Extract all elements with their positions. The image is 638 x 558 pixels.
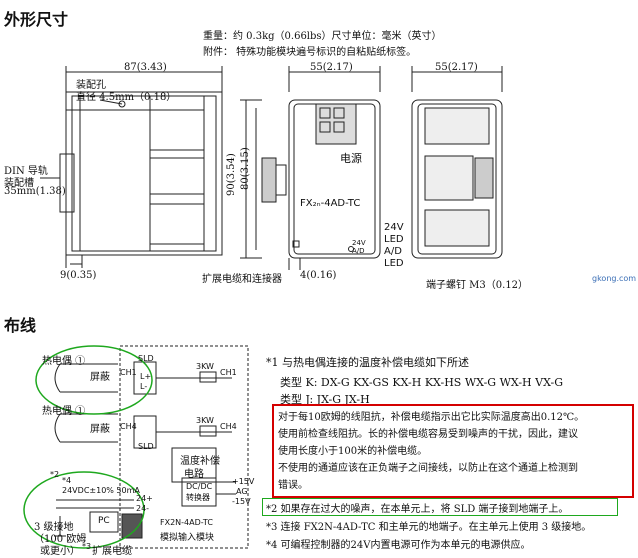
led-led2: LED — [384, 258, 404, 269]
dim-width-side: 87(3.43) — [124, 62, 167, 73]
l-plus-label: L+ — [140, 372, 152, 381]
temp-comp-2: 电路 — [184, 469, 204, 480]
led-24v: 24V — [384, 222, 404, 233]
note-type-k: 类型 K: DX-G KX-GS KX-H KX-HS WX-G WX-H VX… — [280, 376, 564, 389]
site-mark: gkong.com — [592, 274, 637, 283]
power-label: 电源 — [340, 152, 362, 165]
led-small-ad: A/D — [352, 247, 365, 255]
dcdc-1: DC/DC — [186, 482, 213, 491]
thermocouple-1: 热电偶 ① — [42, 356, 86, 367]
ch4-label: CH4 — [120, 422, 137, 431]
ground-3: 或更小） — [40, 546, 80, 557]
model-label: FX₂ₙ-4AD-TC — [300, 198, 361, 209]
terminal-screw-label: 端子螺钉 M3（0.12） — [426, 280, 529, 291]
minus15v: -15V — [232, 497, 251, 506]
temp-comp-1: 温度补偿 — [180, 456, 220, 467]
note-type-j: 类型 J: JX-G JX-H — [280, 393, 370, 406]
sld-label: SLD — [138, 354, 154, 363]
ag-label: AG — [236, 487, 248, 496]
resistor-2: 3KW — [196, 416, 214, 425]
accessory-note: 附件： 特殊功能模块遍号标识的自粘贴纸标签。 — [203, 47, 417, 58]
ext-cable-wiring: 扩展电缆 — [92, 546, 132, 557]
pin-24-plus: 24+ — [136, 494, 153, 503]
warning-line-5: 错误。 — [278, 480, 308, 491]
mark-2: *2 — [50, 470, 60, 479]
dim-9: 9(0.35) — [60, 270, 97, 281]
dcdc-2: 转换器 — [186, 493, 210, 502]
wiring-title: 布线 — [4, 316, 37, 335]
led-ad: A/D — [384, 246, 402, 257]
ch1-label: CH1 — [120, 368, 137, 377]
warning-line-4: 不使用的通道应该在正负端子之间接线，以防止在这个通道上检测到 — [278, 463, 578, 474]
din-label-2: 装配槽 — [4, 178, 34, 189]
dimensions-title: 外形尺寸 — [4, 10, 69, 29]
dim-width-front: 55(2.17) — [310, 62, 353, 73]
terminal-view — [411, 66, 503, 259]
supply-label: 24VDC±10% 50mA — [62, 486, 140, 495]
warning-box — [272, 404, 634, 498]
warning-line-2: 使用前检查线阻抗。长的补偿电缆容易受到噪声的干扰，因此，建议 — [278, 429, 578, 440]
wiring-schematic — [54, 345, 249, 549]
note-2-highlight — [262, 498, 618, 516]
din-label-1: DIN 导轨 — [4, 166, 48, 177]
mark-3: *3 — [82, 542, 92, 551]
warning-line-1: 对于每10欧姆的线阻抗，补偿电缆指示出它比实际温度高出0.12℃。 — [278, 412, 585, 423]
ch1-out: CH1 — [220, 368, 237, 377]
note-3: *3 连接 FX2N-4AD-TC 和主单元的地端子。在主单元上使用 3 级接地… — [266, 522, 592, 533]
plus15v: +15V — [232, 477, 255, 486]
warning-line-3: 使用长度小于100米的补偿电缆。 — [278, 446, 428, 457]
din-label-3: 35mm(1.38) — [4, 186, 66, 197]
dim-width-terminal: 55(2.17) — [435, 62, 478, 73]
sld-label-2: SLD — [138, 442, 154, 451]
note-2: *2 如果存在过大的噪声，在本单元上，将 SLD 端子接到地端子上。 — [266, 504, 569, 515]
shield-2: 屏蔽 — [90, 424, 110, 435]
ground-2: （100 欧姆 — [34, 534, 87, 545]
mount-hole-size: 直径 4.5mm（0.18） — [76, 92, 177, 103]
mount-hole-label: 装配孔 — [76, 80, 106, 91]
shield-1: 屏蔽 — [90, 372, 110, 383]
thermocouple-2: 热电偶 ① — [42, 406, 86, 417]
weight-note: 重量：约 0.3kg（0.66lbs）尺寸单位：毫米（英寸） — [203, 31, 442, 42]
side-view — [40, 66, 223, 268]
pin-24-minus: 24- — [136, 504, 150, 513]
dim-height-90: 90(3.54) — [226, 153, 237, 196]
front-view — [240, 66, 381, 270]
led-led: LED — [384, 234, 404, 245]
ground-1: 3 级接地 — [34, 522, 74, 533]
dim-4: 4(0.16) — [300, 270, 337, 281]
l-minus-label: L- — [140, 382, 148, 391]
note-4: *4 可编程控制器的24V内置电源可作为本单元的电源供应。 — [266, 540, 531, 551]
ext-cable-label: 扩展电缆和连接器 — [202, 274, 282, 285]
led-small-24v: 24V — [352, 239, 366, 247]
resistor-1: 3KW — [196, 362, 214, 371]
note-1: *1 与热电偶连接的温度补偿电缆如下所述 — [266, 356, 469, 369]
module-label-2: 模拟输入模块 — [160, 533, 215, 543]
dim-height-80: 80(3.15) — [240, 147, 251, 190]
module-label-1: FX2N-4AD-TC — [160, 518, 213, 527]
ch4-out: CH4 — [220, 422, 237, 431]
pc-label: PC — [98, 516, 110, 526]
mark-4: *4 — [62, 476, 72, 485]
